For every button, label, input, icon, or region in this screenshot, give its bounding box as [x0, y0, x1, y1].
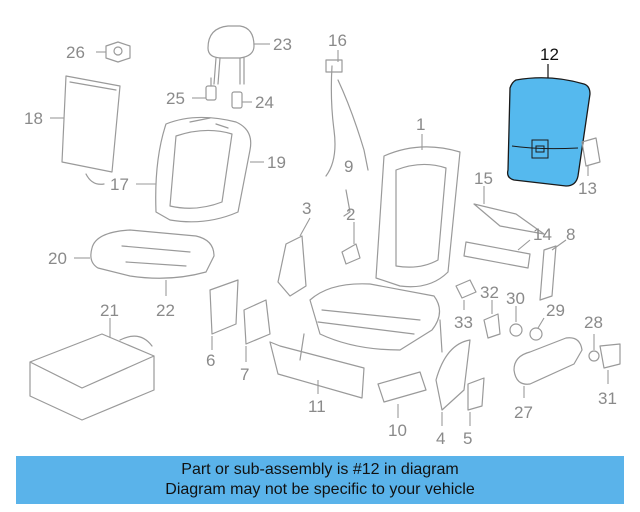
part-14-bracket: [463, 241, 531, 269]
part-5-cap: [467, 377, 485, 411]
callout-9: 9: [344, 157, 353, 176]
callout-26: 26: [66, 43, 85, 62]
callout-31: 31: [598, 389, 617, 408]
callout-18: 18: [24, 109, 43, 128]
part-18-back-panel: [61, 75, 121, 185]
part-8-strip: [539, 245, 557, 301]
part-4-trim: [435, 339, 471, 411]
callout-1: 1: [416, 115, 425, 134]
callout-13: 13: [578, 179, 597, 198]
callout-30: 30: [506, 289, 525, 308]
part-30-knob: [509, 323, 523, 337]
callout-19: 19: [267, 153, 286, 172]
callout-32: 32: [480, 283, 499, 302]
callout-25: 25: [166, 89, 185, 108]
part-24-guide: [231, 91, 243, 109]
callout-33: 33: [454, 313, 473, 332]
callout-23: 23: [273, 35, 292, 54]
part-31-bracket: [599, 343, 621, 369]
part-27-armrest: [513, 337, 583, 385]
callout-5: 5: [463, 429, 472, 448]
notice-line-1: Part or sub-assembly is #12 in diagram: [181, 461, 459, 478]
part-7-bracket: [243, 299, 271, 345]
part-2-bracket: [341, 243, 361, 265]
part-9-link: [343, 189, 351, 217]
part-26-clip: [105, 41, 131, 63]
part-21-floor-mat: [29, 333, 155, 421]
callout-12: 12: [540, 45, 559, 64]
part-10-cover: [377, 371, 427, 403]
part-33-clip: [455, 279, 477, 299]
part-25-guide: [205, 77, 217, 101]
callout-16: 16: [328, 31, 347, 50]
part-23-headrest: [207, 25, 255, 85]
callout-3: 3: [302, 199, 311, 218]
diagram-notice-banner: Part or sub-assembly is #12 in diagram D…: [16, 456, 624, 504]
callout-6: 6: [206, 351, 215, 370]
callout-28: 28: [584, 313, 603, 332]
part-3-side-bracket: [277, 235, 307, 297]
callout-4: 4: [436, 429, 445, 448]
part-6-panel: [209, 279, 239, 335]
part-29-knob: [529, 327, 543, 341]
callout-29: 29: [546, 301, 565, 320]
callout-10: 10: [388, 421, 407, 440]
callout-20: 20: [48, 249, 67, 268]
part-28-cap: [588, 350, 600, 362]
callout-15: 15: [474, 169, 493, 188]
part-12-highlighted-panel: [506, 77, 591, 187]
callout-2: 2: [346, 205, 355, 224]
part-11-rail: [269, 341, 365, 399]
callout-21: 21: [100, 301, 119, 320]
part-19-seatback-cover: [155, 116, 252, 223]
part-15-trim: [473, 203, 545, 235]
callout-11: 11: [308, 397, 326, 416]
part-20-cushion-cover: [90, 229, 215, 279]
parts-diagram: 26 23 25 24 18 19 17 20: [24, 25, 621, 448]
callout-7: 7: [240, 365, 249, 384]
callout-8: 8: [566, 225, 575, 244]
part-13-cover: [581, 137, 601, 167]
callout-24: 24: [255, 93, 274, 112]
part-32-latch: [483, 313, 501, 339]
part-1-seat-frame: [299, 146, 461, 361]
callout-22: 22: [156, 301, 175, 320]
callout-14: 14: [533, 225, 552, 244]
callout-17: 17: [110, 175, 129, 194]
notice-line-2: Diagram may not be specific to your vehi…: [165, 481, 475, 498]
callout-27: 27: [514, 403, 533, 422]
part-16-cable: [325, 59, 369, 177]
